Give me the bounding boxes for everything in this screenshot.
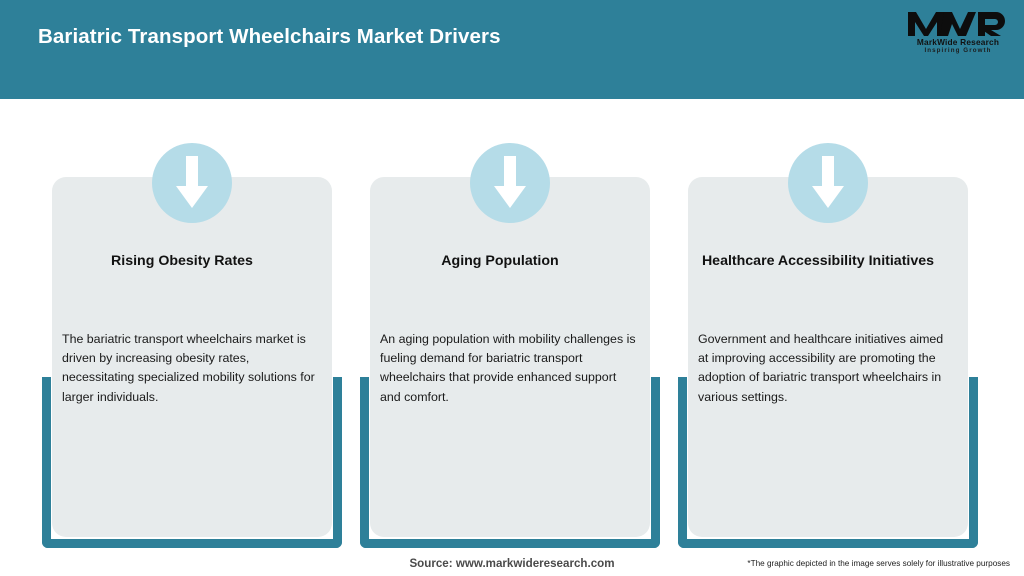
card-accent-bracket xyxy=(678,377,978,548)
down-arrow-icon xyxy=(470,143,550,223)
page-title: Bariatric Transport Wheelchairs Market D… xyxy=(38,25,501,48)
card-title: Aging Population xyxy=(441,253,559,269)
card-body-text: Government and healthcare initiatives ai… xyxy=(698,332,944,404)
down-arrow-icon xyxy=(152,143,232,223)
mwr-logo-icon xyxy=(908,12,1005,36)
card-panel xyxy=(52,177,332,537)
source-note: Source: www.markwideresearch.com xyxy=(409,557,615,570)
driver-card[interactable]: Aging Population An aging population wit… xyxy=(360,143,660,553)
driver-card[interactable]: Rising Obesity Rates The bariatric trans… xyxy=(42,143,342,553)
card-accent-bracket xyxy=(42,377,342,548)
logo-company-name: MarkWide Research xyxy=(916,37,1000,47)
brand-logo: MarkWide Research Inspiring Growth xyxy=(906,8,1010,60)
logo-tagline: Inspiring Growth xyxy=(924,47,992,54)
header-bar xyxy=(0,0,1024,99)
card-panel xyxy=(370,177,650,537)
card-title: Rising Obesity Rates xyxy=(111,253,253,269)
card-accent-bracket xyxy=(360,377,660,548)
disclaimer-note: *The graphic depicted in the image serve… xyxy=(747,559,1010,568)
down-arrow-icon xyxy=(788,143,868,223)
driver-card[interactable]: Healthcare Accessibility Initiatives Gov… xyxy=(678,143,978,553)
card-title: Healthcare Accessibility Initiatives xyxy=(701,253,935,269)
card-panel xyxy=(688,177,968,537)
card-body-text: The bariatric transport wheelchairs mark… xyxy=(62,332,315,404)
card-body-text: An aging population with mobility challe… xyxy=(380,332,636,404)
